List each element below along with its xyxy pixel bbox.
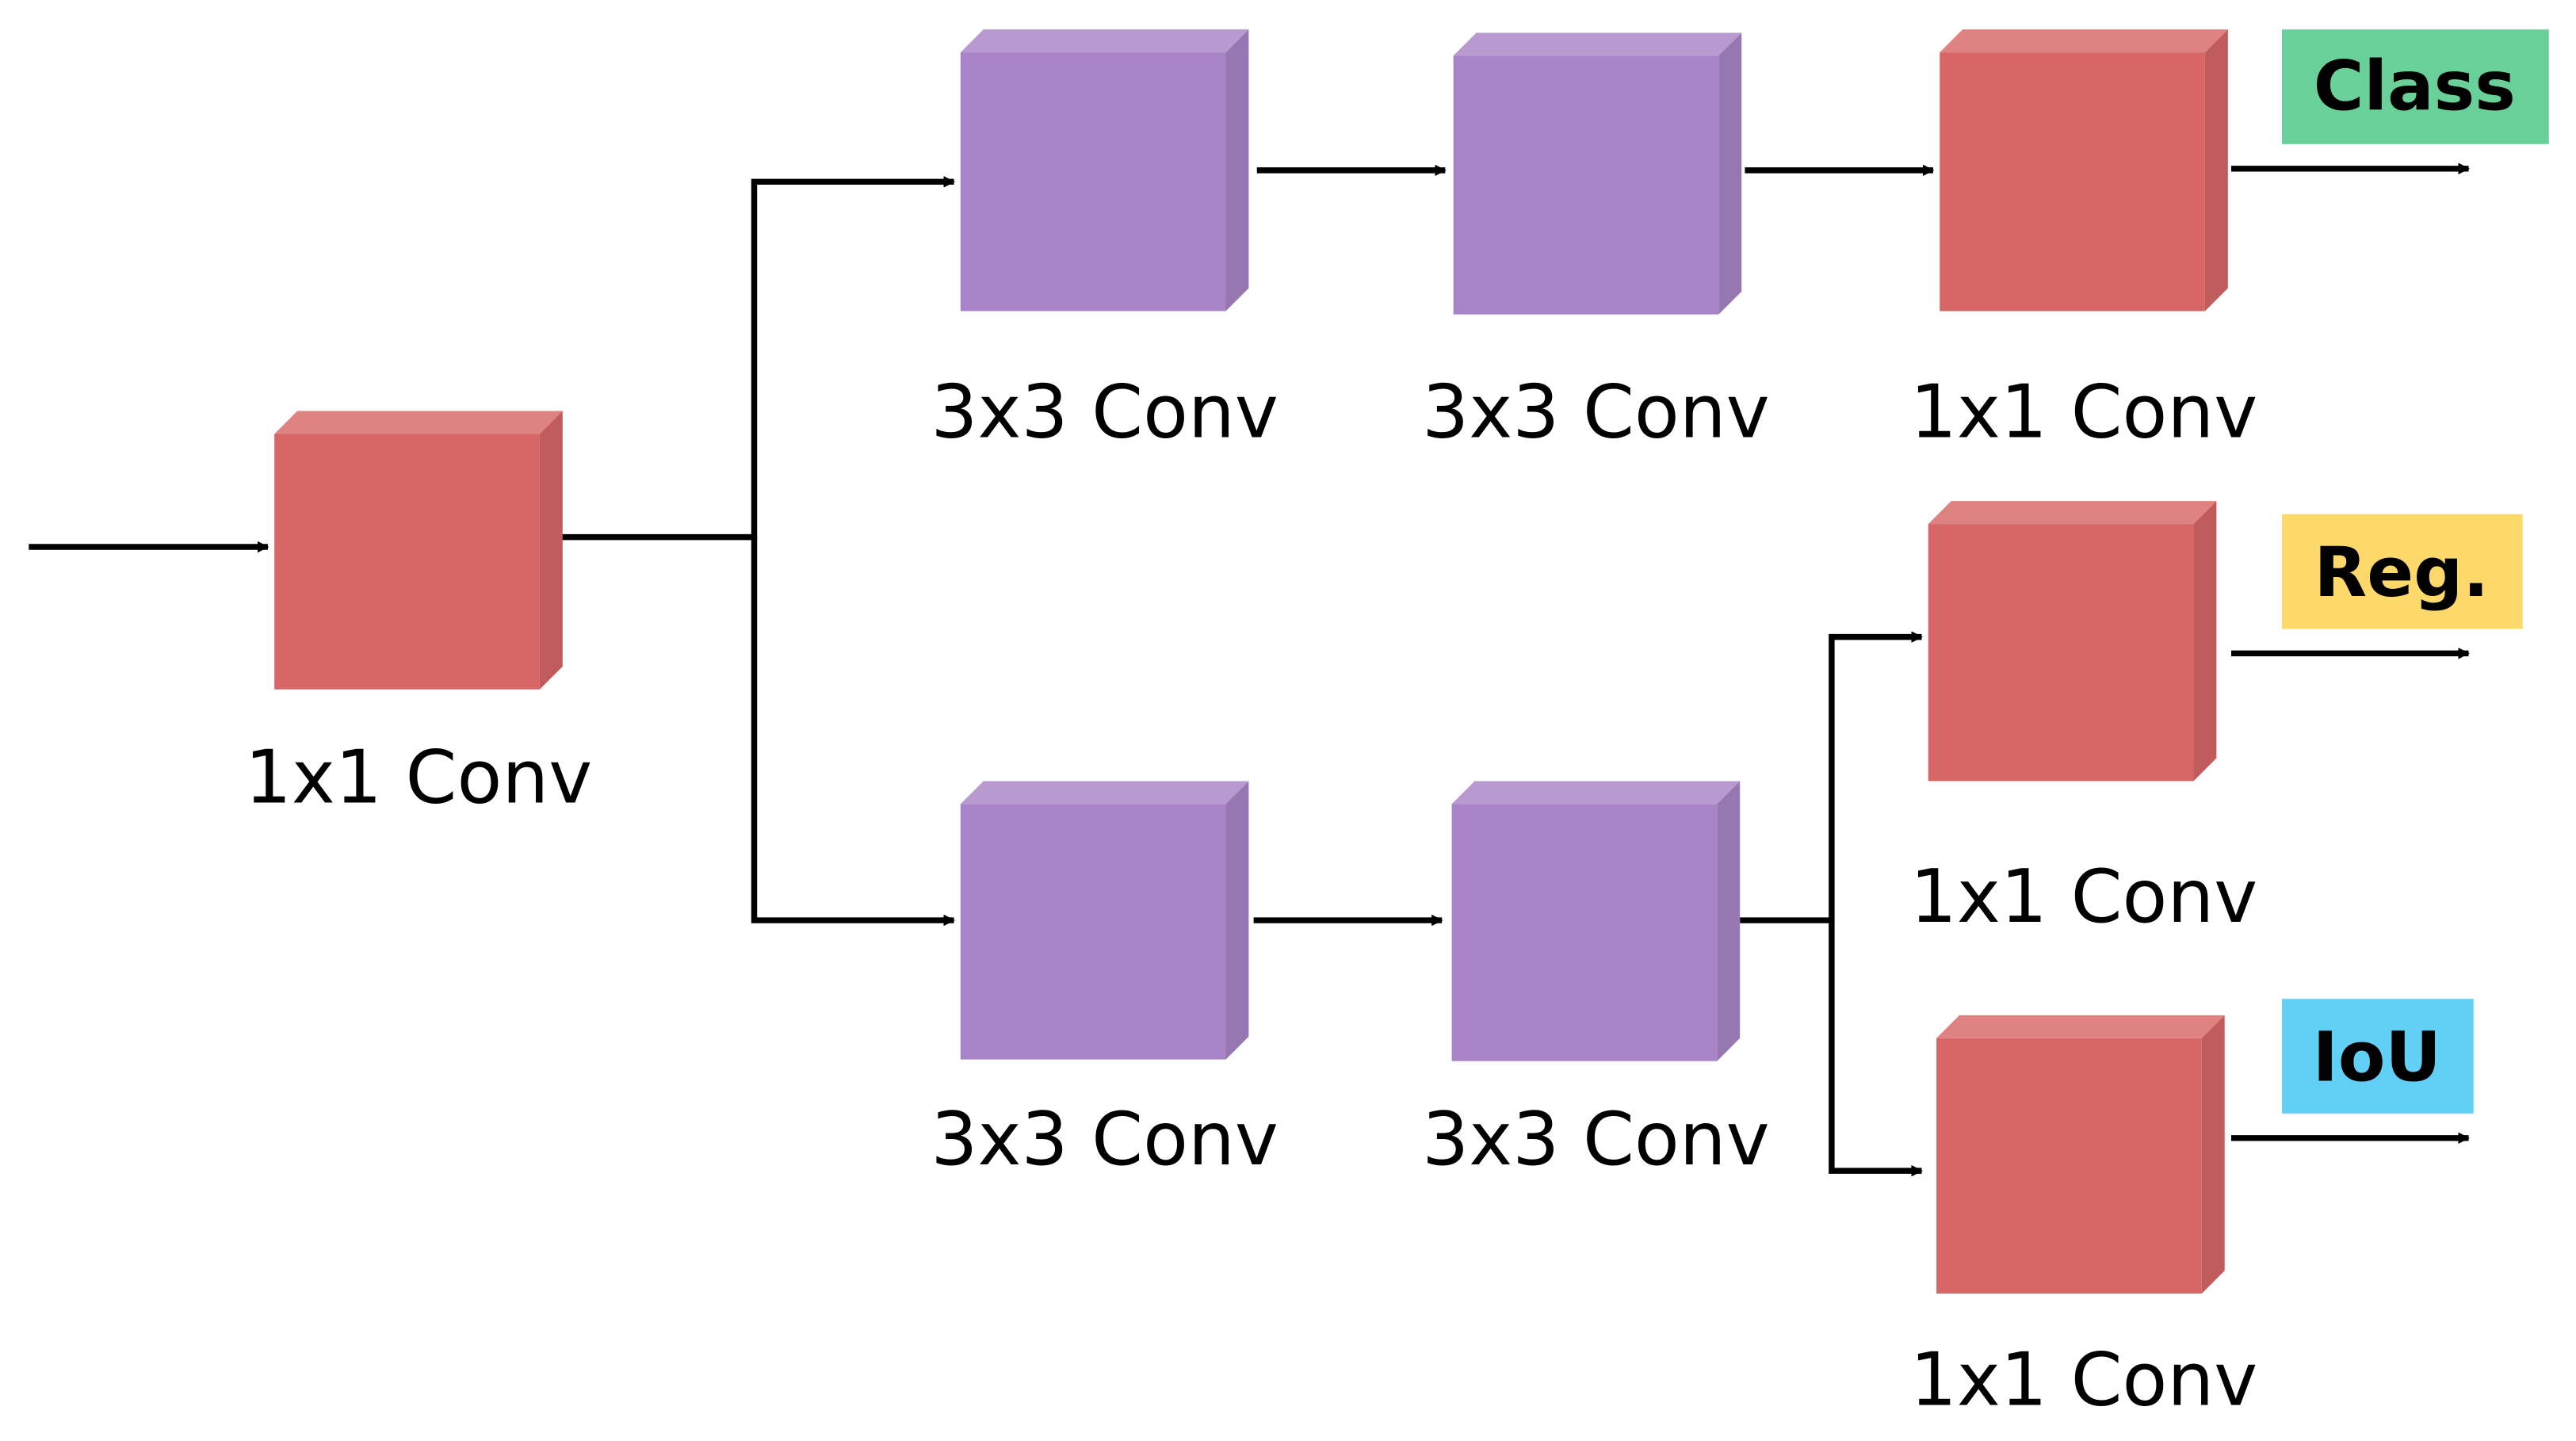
conv-block-reg-a — [960, 781, 1249, 1060]
block-side-face — [2193, 501, 2217, 782]
iou-split-connector — [1829, 920, 1923, 1177]
block-front-face — [1453, 55, 1719, 315]
block-top-face — [960, 29, 1249, 53]
cls-conv-b-label: 3x3 Conv — [1422, 369, 1770, 455]
block-top-face — [1940, 29, 2228, 53]
block-top-face — [1453, 32, 1742, 56]
block-side-face — [2201, 1015, 2225, 1294]
split-connector — [560, 176, 956, 541]
input-conv-label: 1x1 Conv — [245, 734, 593, 820]
iou-tag-label: IoU — [2313, 1018, 2441, 1098]
blocks-layer — [274, 29, 2228, 1294]
block-front-face — [960, 52, 1226, 312]
block-front-face — [1451, 804, 1718, 1061]
reg-out-conv-label: 1x1 Conv — [1910, 854, 2258, 939]
conv-block-reg-b — [1451, 781, 1741, 1061]
conv-block-cls-b — [1453, 32, 1742, 315]
block-side-face — [1225, 29, 1249, 312]
reg-tag-label: Reg. — [2314, 533, 2489, 613]
block-top-face — [960, 781, 1249, 805]
block-top-face — [1928, 501, 2217, 525]
connectors — [29, 162, 2470, 1177]
block-side-face — [1717, 781, 1741, 1061]
block-side-face — [1718, 32, 1742, 315]
block-top-face — [1451, 781, 1741, 805]
cls-conv-a-label: 3x3 Conv — [931, 369, 1278, 455]
iou-tag-background — [2282, 999, 2474, 1114]
conv-block-reg-out — [1928, 501, 2217, 782]
cls-out-conv-label: 1x1 Conv — [1910, 369, 2258, 455]
reg-conv-b-label: 3x3 Conv — [1422, 1096, 1770, 1182]
output-tags: Class Reg. IoU — [2282, 29, 2549, 1114]
block-side-face — [1225, 781, 1249, 1060]
class-tag-background — [2282, 29, 2549, 144]
block-labels: 1x1 Conv 3x3 Conv 3x3 Conv 1x1 Conv 3x3 … — [245, 369, 2258, 1423]
block-top-face — [1936, 1015, 2225, 1038]
block-front-face — [960, 804, 1226, 1060]
block-front-face — [274, 434, 540, 690]
iou-out-conv-label: 1x1 Conv — [1910, 1337, 2258, 1423]
block-front-face — [1940, 52, 2205, 312]
class-tag-label: Class — [2314, 46, 2516, 126]
reg-conv-a-label: 3x3 Conv — [931, 1096, 1278, 1182]
conv-block-cls-a — [960, 29, 1249, 312]
block-front-face — [1936, 1038, 2202, 1294]
reg-tag-background — [2282, 514, 2523, 629]
conv-block-input — [274, 411, 563, 690]
reg-split-connector — [1740, 631, 1923, 923]
conv-block-iou-out — [1936, 1015, 2225, 1294]
block-side-face — [2204, 29, 2228, 312]
conv-block-cls-out — [1940, 29, 2228, 312]
split-connector-lower — [751, 537, 956, 927]
block-side-face — [539, 411, 563, 690]
block-front-face — [1928, 524, 2194, 782]
block-top-face — [274, 411, 563, 434]
